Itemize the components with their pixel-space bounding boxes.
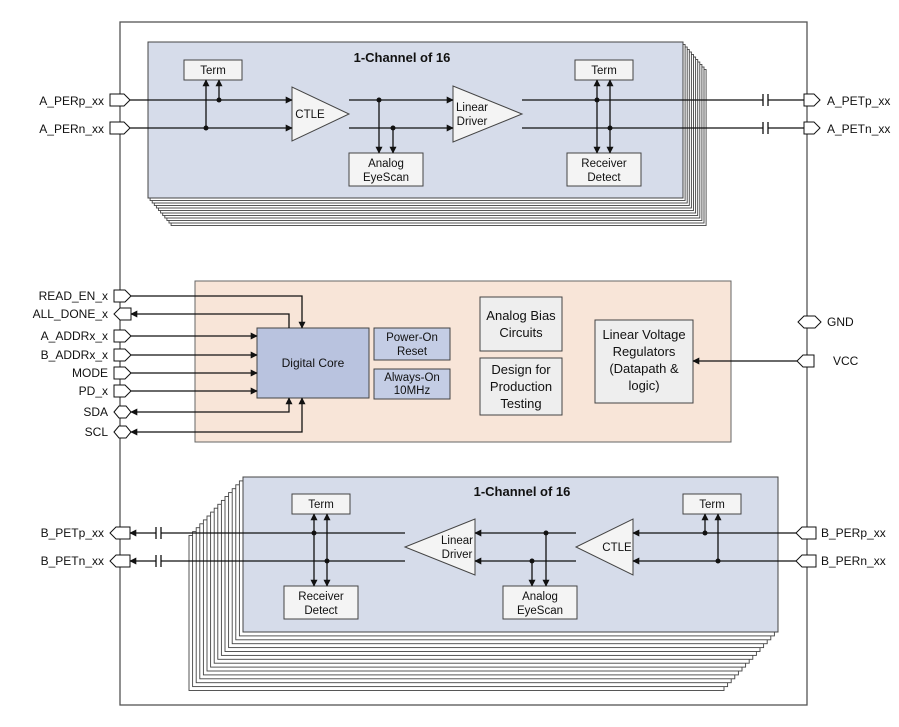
linear-regulators-line1: Linear Voltage xyxy=(602,327,685,342)
pin-port-scl xyxy=(113,425,132,439)
pin-label-a-addr: A_ADDRx_x xyxy=(41,329,108,343)
pin-port-b-addr xyxy=(113,348,132,362)
bottom-linear-driver xyxy=(403,518,476,576)
always-on-line1: Always-On xyxy=(384,372,440,384)
always-on-line2: 10MHz xyxy=(394,385,431,397)
bottom-term-right-block xyxy=(682,493,742,515)
pin-label-a-perp: A_PERp_xx xyxy=(39,94,104,108)
pin-port-sda xyxy=(113,405,132,419)
pin-label-gnd: GND xyxy=(827,315,854,329)
pin-label-a-pern: A_PERn_xx xyxy=(39,122,104,136)
top-linear-driver xyxy=(452,85,524,143)
pin-label-pd: PD_x xyxy=(79,384,108,398)
bottom-term-left-label: Term xyxy=(308,499,334,511)
pin-port-a-perp xyxy=(109,93,131,107)
bottom-receiver-detect-block xyxy=(283,585,359,620)
pin-label-b-perp: B_PERp_xx xyxy=(821,526,886,540)
pin-label-scl: SCL xyxy=(85,425,109,439)
bottom-linear-driver-line2: Driver xyxy=(442,549,473,561)
top-receiver-detect-line1: Receiver xyxy=(581,158,627,170)
bottom-receiver-detect-line1: Receiver xyxy=(298,591,344,603)
pin-port-mode xyxy=(113,366,132,380)
pin-port-b-perp xyxy=(795,526,817,540)
digital-core-label: Digital Core xyxy=(282,356,345,370)
pin-label-all-done: ALL_DONE_x xyxy=(33,307,108,321)
top-term-right-block xyxy=(574,59,634,81)
top-channel-wires xyxy=(130,79,804,154)
pin-label-b-petn: B_PETn_xx xyxy=(41,554,104,568)
pin-port-pd xyxy=(113,384,132,398)
pin-port-a-addr xyxy=(113,329,132,343)
top-analog-eyescan-line2: EyeScan xyxy=(363,172,409,184)
pin-port-a-pern xyxy=(109,121,131,135)
analog-bias-line2: Circuits xyxy=(499,325,543,340)
bottom-linear-driver-line1: Linear xyxy=(441,535,473,547)
design-for-test-line2: Production xyxy=(490,379,552,394)
pin-label-b-addr: B_ADDRx_x xyxy=(41,348,108,362)
analog-bias-block xyxy=(479,296,563,352)
pin-port-b-petp xyxy=(109,526,131,540)
top-ctle-amplifier xyxy=(291,86,351,142)
pin-label-read-en: READ_EN_x xyxy=(39,289,108,303)
pin-port-a-petp xyxy=(803,93,821,107)
pin-port-vcc xyxy=(796,354,815,368)
power-on-reset-line1: Power-On xyxy=(386,332,438,344)
top-ctle-label: CTLE xyxy=(295,109,325,121)
bottom-channel-wires xyxy=(129,513,796,587)
core-wires xyxy=(130,295,797,436)
top-linear-driver-line1: Linear xyxy=(456,102,488,114)
bottom-channel-title: 1-Channel of 16 xyxy=(474,484,571,499)
analog-bias-line1: Analog Bias xyxy=(486,308,556,323)
design-for-test-line1: Design for xyxy=(491,362,551,377)
top-analog-eyescan-block xyxy=(348,152,424,187)
bottom-ctle-amplifier xyxy=(574,518,634,576)
pin-label-a-petn: A_PETn_xx xyxy=(827,122,890,136)
linear-regulators-block xyxy=(594,319,694,404)
bottom-analog-eyescan-line2: EyeScan xyxy=(517,605,563,617)
pin-port-gnd xyxy=(797,315,822,329)
bottom-analog-eyescan-block xyxy=(502,585,578,620)
design-for-test-line3: Testing xyxy=(500,396,541,411)
pin-label-b-petp: B_PETp_xx xyxy=(41,526,104,540)
top-receiver-detect-line2: Detect xyxy=(587,172,621,184)
top-term-right-label: Term xyxy=(591,65,617,77)
pin-label-a-petp: A_PETp_xx xyxy=(827,94,890,108)
power-on-reset-line2: Reset xyxy=(397,346,428,358)
bottom-term-left-block xyxy=(291,493,351,515)
pin-label-vcc: VCC xyxy=(833,354,859,368)
top-analog-eyescan-line1: Analog xyxy=(368,158,404,170)
design-for-test-block xyxy=(479,357,563,416)
bottom-receiver-detect-line2: Detect xyxy=(304,605,338,617)
pin-port-a-petn xyxy=(803,121,821,135)
linear-regulators-line3: (Datapath & xyxy=(609,361,679,376)
pin-label-b-pern: B_PERn_xx xyxy=(821,554,886,568)
pin-port-all-done xyxy=(113,307,132,321)
top-channel-title: 1-Channel of 16 xyxy=(354,50,451,65)
bottom-ctle-label: CTLE xyxy=(602,542,632,554)
pin-port-read-en xyxy=(113,289,132,303)
top-linear-driver-line2: Driver xyxy=(457,116,488,128)
pin-label-sda: SDA xyxy=(83,405,108,419)
top-receiver-detect-block xyxy=(566,152,642,187)
digital-core-block xyxy=(256,327,370,399)
always-on-block xyxy=(373,368,451,400)
top-term-left-label: Term xyxy=(200,65,226,77)
bottom-analog-eyescan-line1: Analog xyxy=(522,591,558,603)
pins: A_PERp_xx A_PERn_xx A_PETp_xx A_PETn_xx … xyxy=(33,93,890,568)
linear-regulators-line2: Regulators xyxy=(613,344,676,359)
pin-label-mode: MODE xyxy=(72,366,108,380)
linear-regulators-line4: logic) xyxy=(628,378,659,393)
top-term-left-block xyxy=(183,59,243,81)
pin-port-b-petn xyxy=(109,554,131,568)
pin-port-b-pern xyxy=(795,554,817,568)
power-on-reset-block xyxy=(373,327,451,361)
bottom-term-right-label: Term xyxy=(699,499,725,511)
